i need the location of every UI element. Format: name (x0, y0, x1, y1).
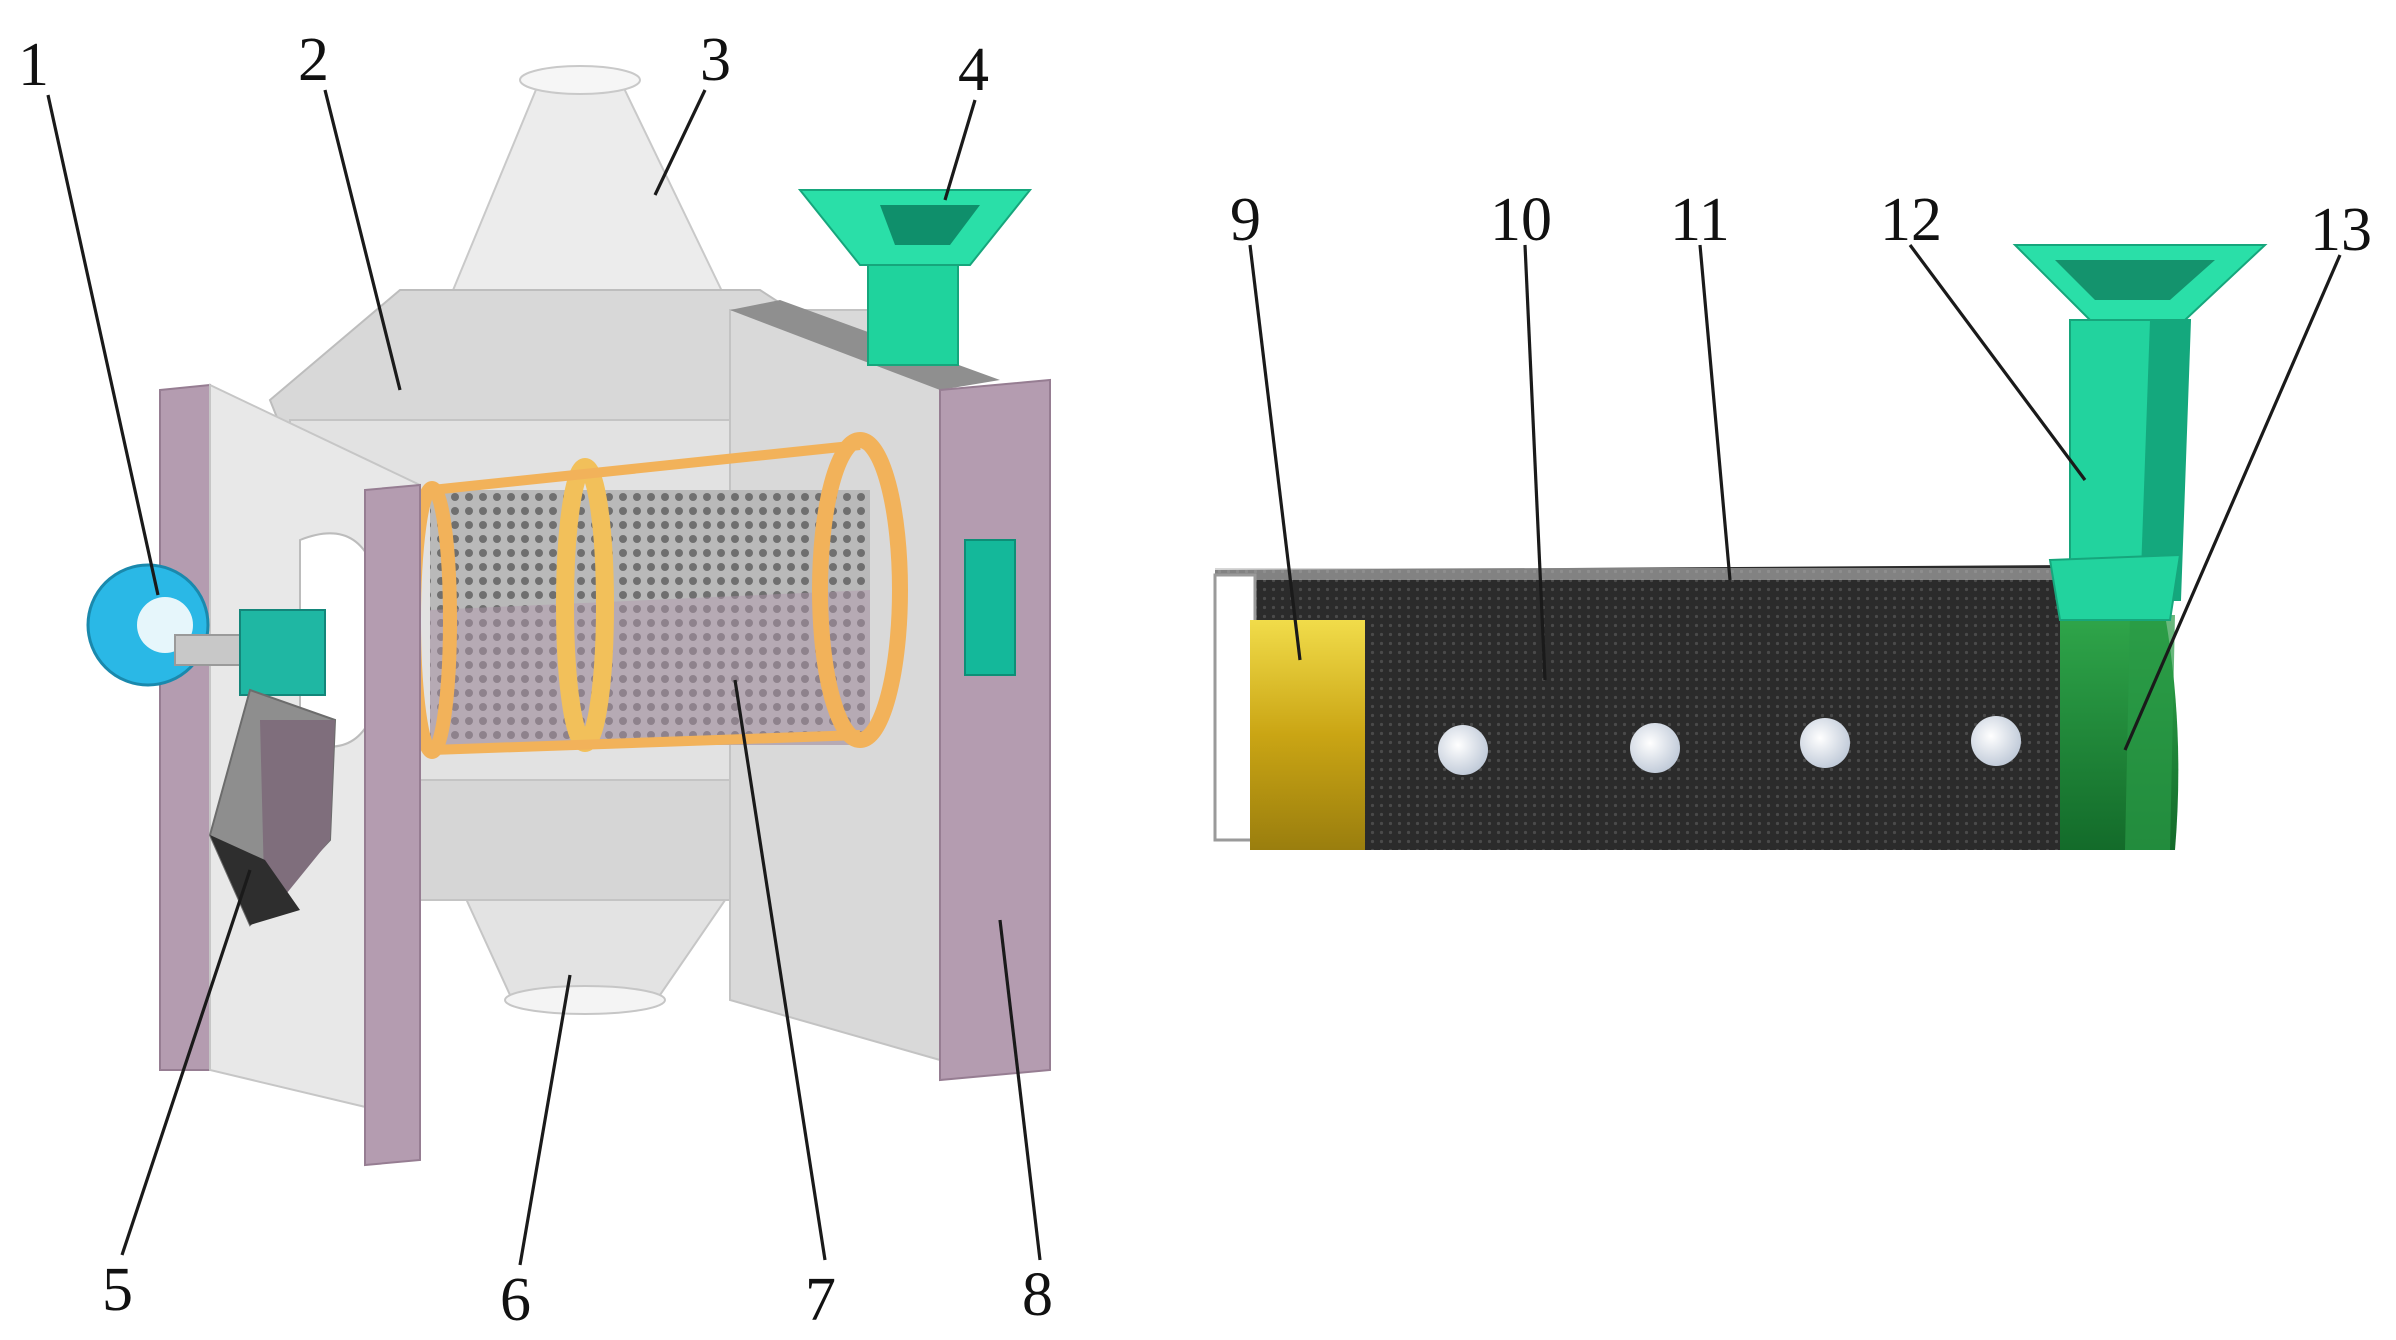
leader-9 (1248, 244, 1302, 661)
sieve-drum (407, 432, 908, 759)
green-end-flange (2125, 615, 2175, 850)
label-11: 11 (1670, 186, 1730, 254)
screw-hopper-inner (2055, 260, 2215, 300)
label-4: 4 (958, 36, 989, 104)
motor-coupling (86, 563, 326, 696)
hole-icon (1971, 716, 2021, 766)
label-1: 1 (18, 31, 49, 99)
leader-11 (1698, 244, 1732, 581)
left-front-frame-plate (364, 483, 421, 1167)
yellow-end-cap (1250, 620, 1370, 850)
leader-3 (653, 89, 707, 196)
left-back-frame-plate (159, 383, 211, 1071)
screw-open-end (1213, 573, 1257, 842)
right-housing-top (730, 300, 1000, 390)
feed-hopper-inner (880, 205, 980, 245)
hole-icon (1800, 718, 1850, 768)
coupling-shaft (174, 634, 246, 666)
hole-icon (1630, 723, 1680, 773)
label-12: 12 (1880, 186, 1942, 254)
label-10: 10 (1490, 186, 1552, 254)
part-labels: 1 2 3 4 5 6 7 8 9 10 11 12 13 (18, 26, 2372, 1334)
leader-4 (943, 99, 977, 201)
label-8: 8 (1022, 1261, 1053, 1329)
right-frame-plate (939, 378, 1051, 1082)
screw-press-assembly (1213, 244, 2268, 850)
separator-machine (86, 65, 1051, 1167)
leader-lines (46, 89, 2342, 1266)
label-7: 7 (805, 1266, 836, 1334)
leader-12 (1908, 244, 2087, 481)
hole-icon (1438, 725, 1488, 775)
label-3: 3 (700, 26, 731, 94)
right-window (964, 539, 1016, 676)
screw-shell-highlight (1215, 568, 2070, 580)
leader-10 (1523, 244, 1547, 681)
leader-2 (323, 89, 402, 391)
label-6: 6 (500, 1266, 531, 1334)
leader-13 (2123, 254, 2342, 751)
sieve-drum-mesh (430, 490, 870, 745)
screw-hopper-base (2048, 553, 2182, 621)
bottom-funnel-opening (504, 985, 666, 1015)
leader-5 (120, 869, 252, 1256)
leader-1 (46, 94, 160, 596)
top-funnel-opening (519, 65, 641, 95)
label-2: 2 (298, 26, 329, 94)
label-13: 13 (2310, 196, 2372, 264)
label-9: 9 (1230, 186, 1261, 254)
motor-body-side (260, 720, 335, 920)
sieve-drum-shade (430, 590, 870, 745)
label-5: 5 (102, 1256, 133, 1324)
leader-6 (518, 974, 572, 1266)
leader-7 (733, 679, 827, 1261)
feed-hopper-neck (867, 264, 959, 366)
bearing-block (239, 609, 326, 696)
motor-base (210, 835, 300, 925)
screw-hopper-neck-shade (2140, 320, 2190, 600)
leader-8 (998, 919, 1042, 1261)
motor (208, 688, 337, 927)
barrel-holes (1438, 716, 2021, 775)
